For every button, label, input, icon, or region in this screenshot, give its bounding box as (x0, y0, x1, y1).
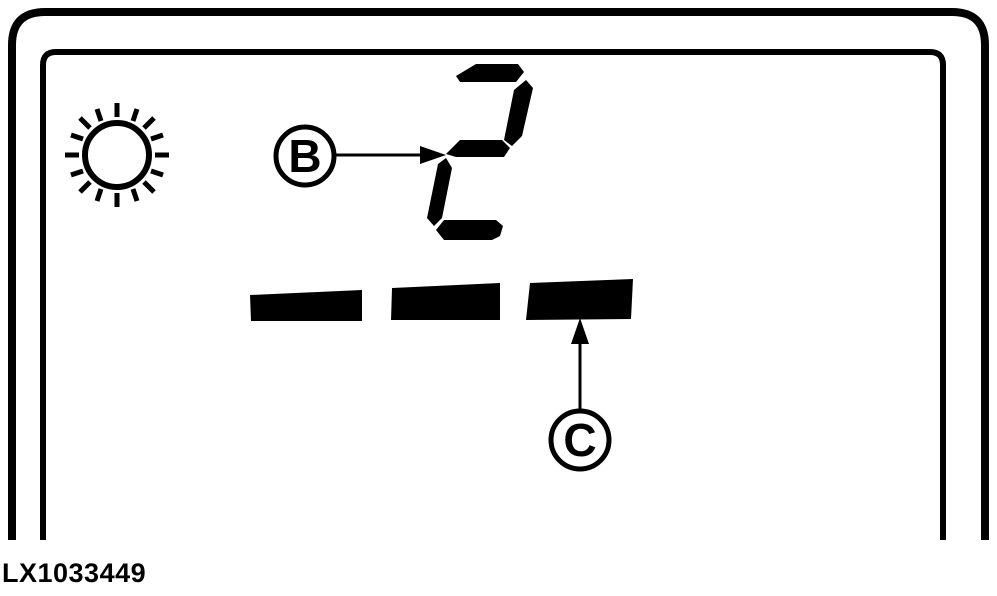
callout-b: B (273, 124, 446, 188)
dash-3 (526, 279, 633, 320)
segment-bottom (436, 220, 503, 240)
dash-row (250, 279, 633, 321)
callout-c-arrowhead (571, 318, 589, 344)
segment-top (456, 64, 524, 82)
sun-icon (65, 103, 169, 207)
callout-b-arrowhead (420, 146, 446, 164)
outer-housing (8, 8, 989, 540)
dash-2 (391, 283, 500, 320)
segment-upper-right (504, 80, 533, 146)
lcd-window (40, 49, 946, 540)
digit-2 (427, 64, 533, 240)
callout-c-label: C (563, 414, 596, 466)
callout-b-label: B (288, 130, 321, 182)
dash-1 (250, 290, 362, 321)
callout-c: C (548, 318, 612, 472)
figure-id: LX1033449 (2, 558, 147, 588)
segment-middle (446, 140, 510, 157)
segment-lower-left (427, 158, 452, 226)
